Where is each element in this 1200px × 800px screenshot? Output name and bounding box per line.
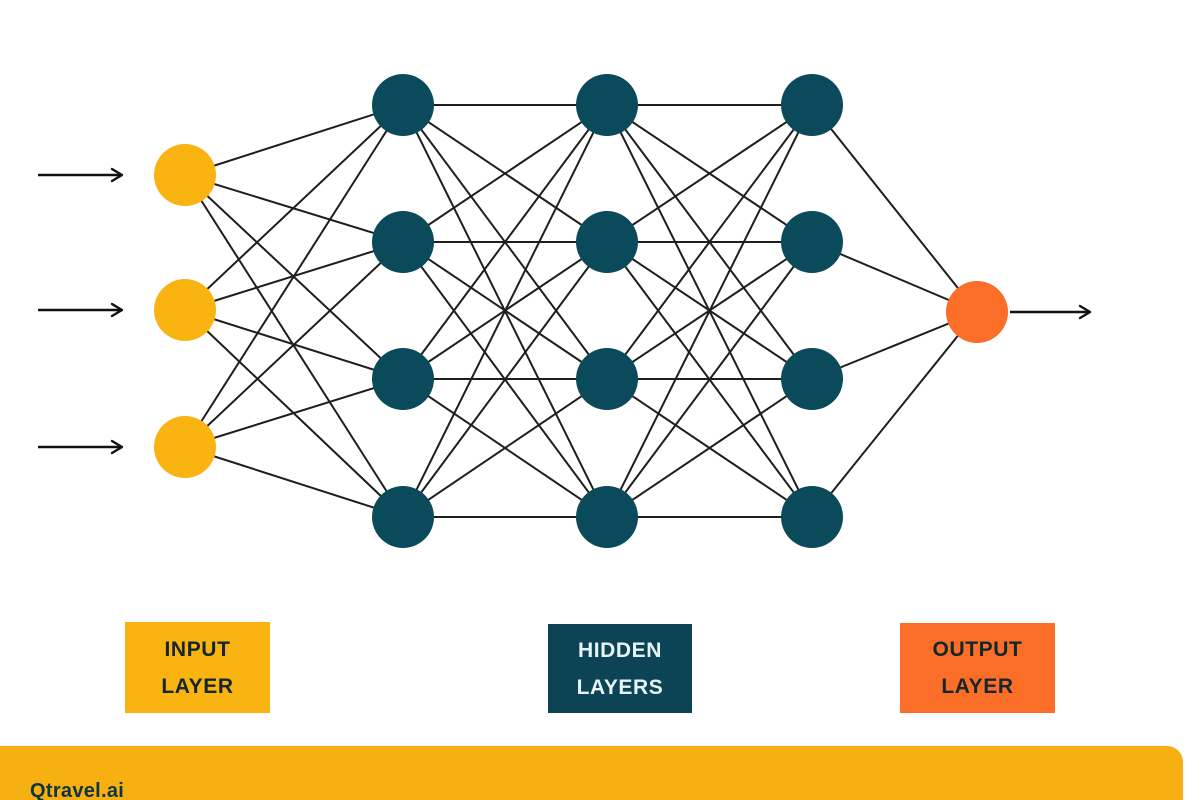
edge-input-layer-to-hidden-layer-1 [184, 446, 404, 518]
edge-input-layer-to-hidden-layer-1 [184, 241, 404, 448]
node-hidden-layer-2-3 [576, 348, 638, 410]
node-hidden-layer-2-4 [576, 486, 638, 548]
edge-hidden-layer-1-to-hidden-layer-2 [402, 104, 608, 518]
connection-lines [184, 104, 978, 518]
edge-hidden-layer-2-to-hidden-layer-3 [606, 104, 813, 243]
edge-input-layer-to-hidden-layer-1 [184, 104, 404, 311]
input-layer-label-line2: LAYER [161, 674, 234, 698]
edge-hidden-layer-3-to-output-layer [811, 104, 978, 313]
edge-hidden-layer-2-to-hidden-layer-3 [606, 104, 813, 518]
edge-hidden-layer-1-to-hidden-layer-2 [402, 378, 608, 518]
brand-logo: Qtravel.ai [30, 780, 125, 800]
node-hidden-layer-2-1 [576, 74, 638, 136]
node-input-layer-2 [154, 279, 216, 341]
edge-input-layer-to-hidden-layer-1 [184, 378, 404, 448]
hidden-layers-label: HIDDEN LAYERS [548, 624, 692, 713]
edge-input-layer-to-hidden-layer-1 [184, 104, 404, 448]
node-hidden-layer-1-2 [372, 211, 434, 273]
input-layer-label: INPUT LAYER [125, 622, 270, 713]
node-hidden-layer-3-4 [781, 486, 843, 548]
node-hidden-layer-3-1 [781, 74, 843, 136]
footer-brand-bar [0, 746, 1183, 800]
node-hidden-layer-3-3 [781, 348, 843, 410]
node-hidden-layer-1-3 [372, 348, 434, 410]
output-layer-label: OUTPUT LAYER [900, 623, 1055, 713]
edge-hidden-layer-2-to-hidden-layer-3 [606, 378, 813, 518]
output-layer-label-line1: OUTPUT [932, 638, 1023, 661]
io-arrows [38, 167, 1092, 455]
edge-hidden-layer-2-to-hidden-layer-3 [606, 241, 813, 518]
edge-hidden-layer-3-to-output-layer [811, 311, 978, 518]
node-hidden-layer-1-4 [372, 486, 434, 548]
input-layer-label-line1: INPUT [164, 637, 231, 661]
output-layer-label-line2: LAYER [941, 675, 1014, 698]
edge-input-layer-to-hidden-layer-1 [184, 104, 404, 176]
edge-hidden-layer-1-to-hidden-layer-2 [402, 104, 608, 380]
neuron-nodes [154, 74, 1008, 548]
edge-hidden-layer-1-to-hidden-layer-2 [402, 241, 608, 518]
node-hidden-layer-3-2 [781, 211, 843, 273]
node-output-layer-1 [946, 281, 1008, 343]
node-hidden-layer-2-2 [576, 211, 638, 273]
node-input-layer-1 [154, 144, 216, 206]
edge-input-layer-to-hidden-layer-1 [184, 174, 404, 518]
hidden-layers-label-line2: LAYERS [576, 675, 664, 699]
node-input-layer-3 [154, 416, 216, 478]
hidden-layers-label-line1: HIDDEN [577, 638, 663, 662]
edge-hidden-layer-1-to-hidden-layer-2 [402, 104, 608, 243]
node-hidden-layer-1-1 [372, 74, 434, 136]
edge-hidden-layer-2-to-hidden-layer-3 [606, 104, 813, 380]
